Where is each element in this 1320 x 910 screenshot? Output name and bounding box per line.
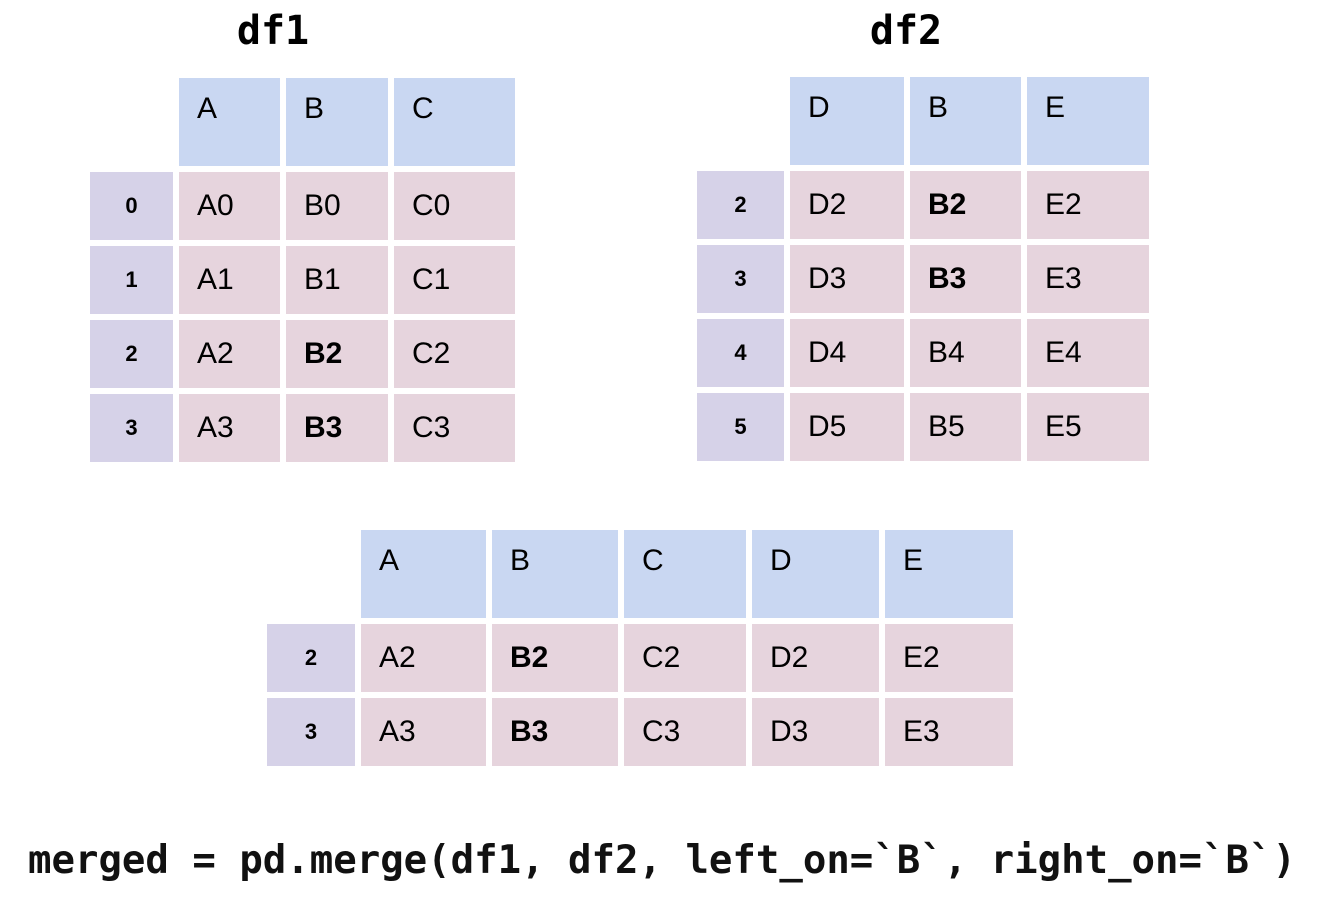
merged-cell-E2: E2 <box>885 624 1013 692</box>
df1-cell-C2: C2 <box>394 320 515 388</box>
merged-header-E: E <box>885 530 1013 618</box>
df2-index-4: 4 <box>697 319 784 387</box>
df1-header-C: C <box>394 78 515 166</box>
df2-corner <box>697 77 784 165</box>
df2-index-3: 3 <box>697 245 784 313</box>
merged-index-3: 3 <box>267 698 355 766</box>
df1-cell-A3: A3 <box>179 394 280 462</box>
merged-cell-A3: A3 <box>361 698 486 766</box>
df2-cell-D2: D2 <box>790 171 904 239</box>
merged-corner <box>267 530 355 618</box>
df1-index-1: 1 <box>90 246 173 314</box>
df1-header-A: A <box>179 78 280 166</box>
df1-header-B: B <box>286 78 388 166</box>
merged-cell-C2: C2 <box>624 624 746 692</box>
df2-cell-B5: B5 <box>910 393 1021 461</box>
df2-index-2: 2 <box>697 171 784 239</box>
df2-header-B: B <box>910 77 1021 165</box>
df2-cell-D3: D3 <box>790 245 904 313</box>
df1-index-2: 2 <box>90 320 173 388</box>
df1-cell-A0: A0 <box>179 172 280 240</box>
merge-code-text: merged = pd.merge(df1, df2, left_on=`B`,… <box>28 838 1296 883</box>
df2-cell-E2: E2 <box>1027 171 1149 239</box>
df2-header-D: D <box>790 77 904 165</box>
df2-cell-E3: E3 <box>1027 245 1149 313</box>
merged-header-A: A <box>361 530 486 618</box>
merged-cell-C3: C3 <box>624 698 746 766</box>
merged-cell-D3: D3 <box>752 698 879 766</box>
df1-index-3: 3 <box>90 394 173 462</box>
merged-cell-B2: B2 <box>492 624 618 692</box>
df2-cell-B4: B4 <box>910 319 1021 387</box>
merged-index-2: 2 <box>267 624 355 692</box>
df2-title: df2 <box>869 8 943 54</box>
df1-cell-B1: B1 <box>286 246 388 314</box>
df2-cell-E4: E4 <box>1027 319 1149 387</box>
merged-cell-D2: D2 <box>752 624 879 692</box>
merged-cell-A2: A2 <box>361 624 486 692</box>
df1-cell-B0: B0 <box>286 172 388 240</box>
df2-cell-E5: E5 <box>1027 393 1149 461</box>
df1-cell-C0: C0 <box>394 172 515 240</box>
df1-cell-C1: C1 <box>394 246 515 314</box>
df2-cell-B3: B3 <box>910 245 1021 313</box>
df1-corner <box>90 78 173 166</box>
df1-index-0: 0 <box>90 172 173 240</box>
df2-cell-D4: D4 <box>790 319 904 387</box>
merged-cell-E3: E3 <box>885 698 1013 766</box>
df1-title: df1 <box>236 8 310 54</box>
df1-cell-A2: A2 <box>179 320 280 388</box>
df1-cell-A1: A1 <box>179 246 280 314</box>
df2-cell-B2: B2 <box>910 171 1021 239</box>
df1-cell-B3: B3 <box>286 394 388 462</box>
df1-cell-B2: B2 <box>286 320 388 388</box>
merged-cell-B3: B3 <box>492 698 618 766</box>
df2-index-5: 5 <box>697 393 784 461</box>
df1-cell-C3: C3 <box>394 394 515 462</box>
df2-cell-D5: D5 <box>790 393 904 461</box>
df2-header-E: E <box>1027 77 1149 165</box>
merged-header-D: D <box>752 530 879 618</box>
merged-header-C: C <box>624 530 746 618</box>
merged-header-B: B <box>492 530 618 618</box>
